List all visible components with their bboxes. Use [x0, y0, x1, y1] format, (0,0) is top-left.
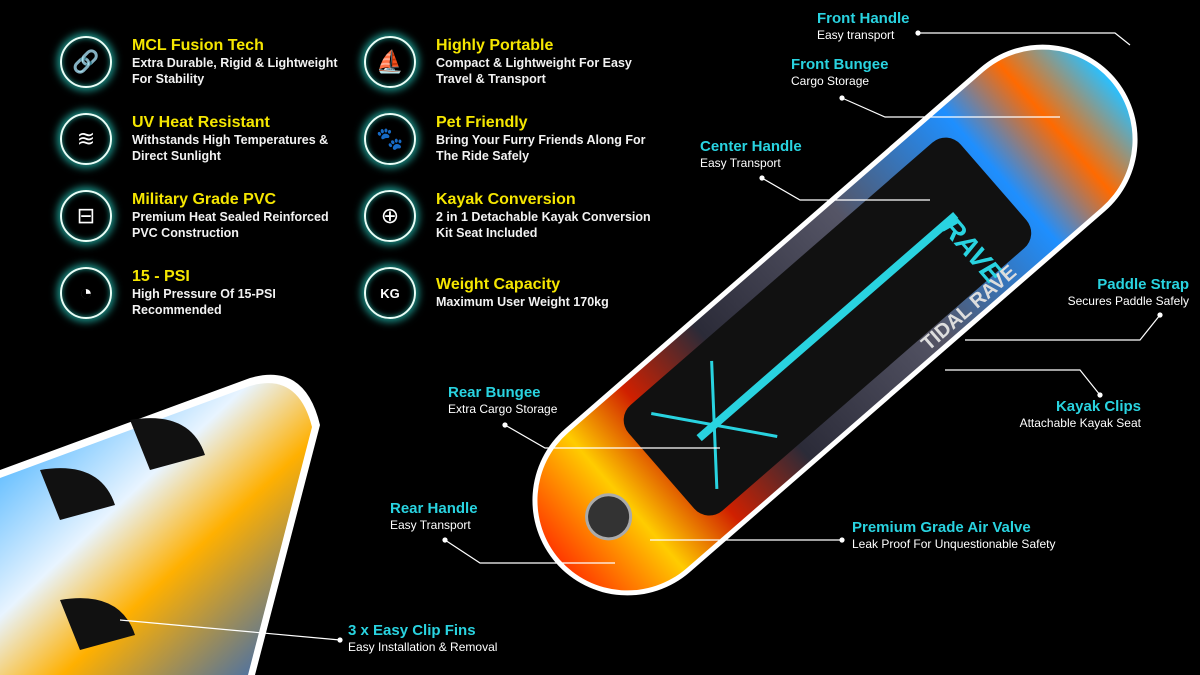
chain-link-icon: 🔗	[60, 36, 112, 88]
feature-title: UV Heat Resistant	[132, 114, 270, 131]
paw-icon: 🐾	[364, 113, 416, 165]
feature-desc: Extra Durable, Rigid & Lightweight For S…	[132, 56, 338, 86]
callout-title: Kayak Clips	[1055, 398, 1141, 415]
fins	[40, 418, 205, 650]
callout-desc: Easy Transport	[700, 156, 781, 170]
feature-title: Military Grade PVC	[132, 191, 277, 208]
feature-desc: Withstands High Temperatures & Direct Su…	[132, 133, 329, 163]
callout-title: Premium Grade Air Valve	[852, 519, 1031, 536]
feature-item: ⊕ Kayak Conversion 2 in 1 Detachable Kayak…	[364, 190, 651, 242]
plus-icon: ⊕	[364, 190, 416, 242]
feature-item: ⊟ Military Grade PVC Premium Heat Sealed R…	[60, 190, 329, 242]
callout-desc: Attachable Kayak Seat	[1019, 416, 1141, 430]
feature-desc: 2 in 1 Detachable Kayak Conversion Kit S…	[436, 210, 651, 240]
feature-title: MCL Fusion Tech	[132, 37, 264, 54]
callout-title: Center Handle	[700, 138, 802, 155]
callout-desc: Easy transport	[817, 28, 895, 42]
feature-desc: Bring Your Furry Friends Along For The R…	[436, 133, 646, 163]
pressure-gauge-icon: ◔	[60, 267, 112, 319]
callout-desc: Easy Transport	[390, 518, 471, 532]
callout-desc: Easy Installation & Removal	[348, 640, 498, 654]
feature-desc: Compact & Lightweight For Easy Travel & …	[436, 56, 632, 86]
callout-title: 3 x Easy Clip Fins	[348, 622, 476, 639]
feature-title: 15 - PSI	[132, 268, 190, 285]
feature-desc: Premium Heat Sealed Reinforced PVC Const…	[132, 210, 329, 240]
callout-desc: Secures Paddle Safely	[1067, 294, 1189, 308]
feature-desc: High Pressure Of 15-PSI Recommended	[132, 287, 276, 317]
feature-title: Pet Friendly	[436, 114, 528, 131]
feature-desc: Maximum User Weight 170kg	[436, 295, 609, 309]
air-valve	[585, 493, 633, 541]
callout-title: Rear Handle	[390, 500, 478, 517]
callout-title: Front Bungee	[791, 56, 889, 73]
paddler-icon: ⛵	[364, 36, 416, 88]
heat-layers-icon: ≋	[60, 113, 112, 165]
feature-title: Highly Portable	[436, 37, 554, 54]
feature-title: Kayak Conversion	[436, 191, 576, 208]
feature-item: ◔ 15 - PSI High Pressure Of 15-PSI Recomme…	[60, 267, 276, 319]
pvc-rolls-icon: ⊟	[60, 190, 112, 242]
feature-title: Weight Capacity	[436, 276, 561, 293]
callout-title: Front Handle	[817, 10, 910, 27]
callout-desc: Cargo Storage	[791, 74, 870, 88]
callout-title: Rear Bungee	[448, 384, 541, 401]
callout-desc: Extra Cargo Storage	[448, 402, 558, 416]
weight-kg-icon: KG	[364, 267, 416, 319]
callout-title: Paddle Strap	[1097, 276, 1189, 293]
fin-board	[0, 374, 320, 675]
callout-desc: Leak Proof For Unquestionable Safety	[852, 537, 1056, 551]
